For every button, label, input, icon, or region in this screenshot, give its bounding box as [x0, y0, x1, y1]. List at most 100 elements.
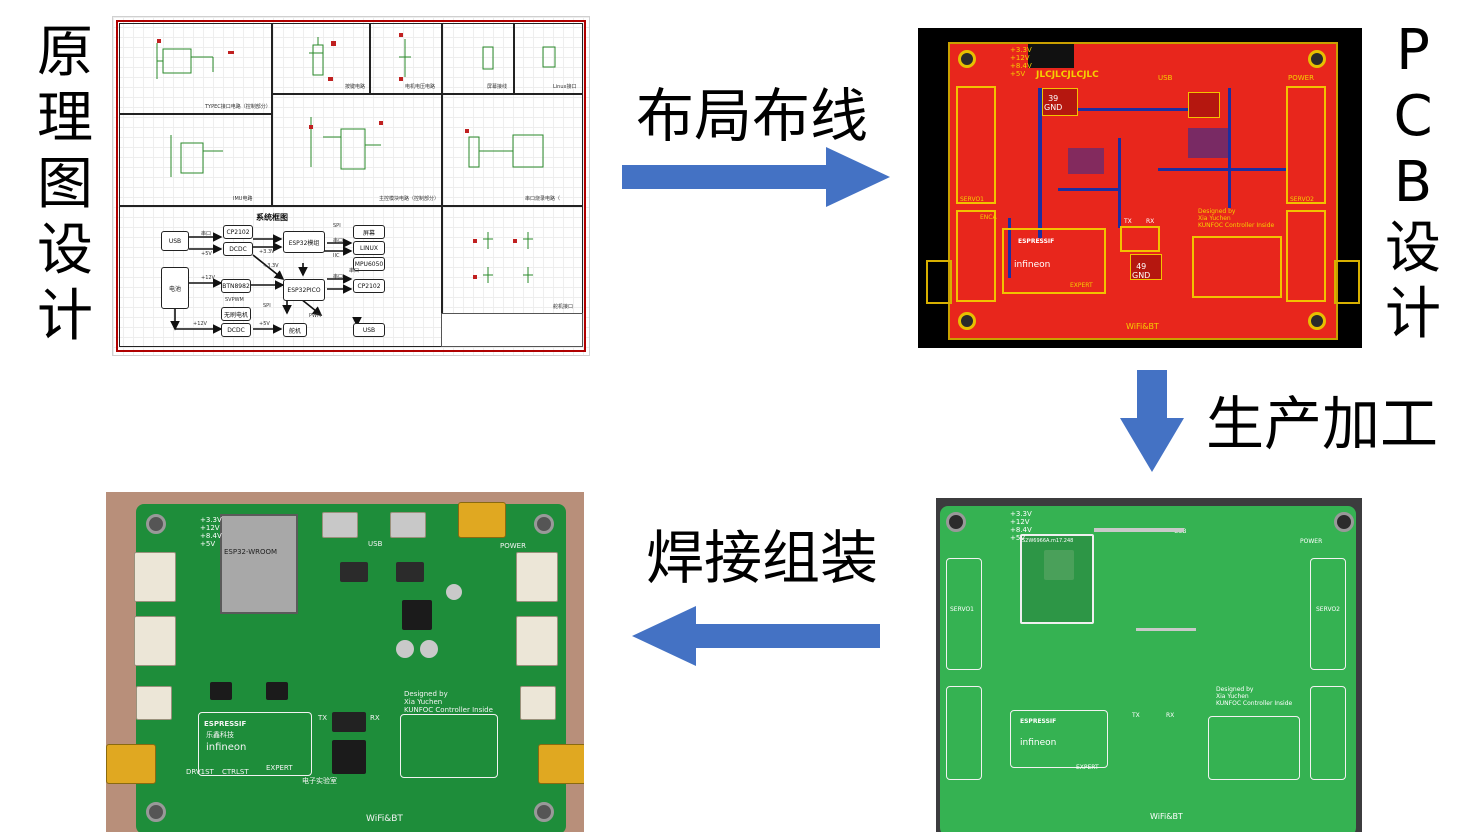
mount-screw — [534, 514, 554, 534]
lbl-33v-a: +3.3V — [259, 249, 275, 255]
pcb-designed-by: Designed by Xia Yuchen KUNFOC Controller… — [1198, 208, 1274, 229]
pcb-motor-conn-left — [926, 260, 952, 304]
kunfoc-box — [400, 714, 498, 778]
pcb-servo2-outline — [1286, 86, 1326, 204]
servo-connector-2 — [134, 616, 176, 666]
driver-ic-1 — [210, 682, 232, 700]
assembled-board — [136, 504, 566, 832]
lbl-33v-b: +3.3V — [263, 263, 279, 269]
caption-regulator: 电机电压电路 — [405, 84, 436, 90]
pcb-mount-hole — [958, 50, 976, 68]
assembled-usb: USB — [368, 540, 383, 548]
assembled-ctrl1: CTRLST — [222, 768, 249, 776]
usb-c-1 — [322, 512, 358, 538]
bare-wifibt: WiFi&BT — [1150, 812, 1183, 821]
cell-block-diagram — [119, 205, 443, 347]
bare-kunfoc: KUNFOC Controller Inside — [1216, 700, 1293, 707]
pcb-trace — [1158, 168, 1288, 171]
assembled-espressif: ESPRESSIF — [204, 720, 247, 728]
bare-tx: TX — [1132, 712, 1140, 719]
switch-2 — [396, 562, 424, 582]
bare-expert: EXPERT — [1076, 764, 1099, 771]
block-cp2102-top: CP2102 — [223, 225, 253, 239]
pcb-usb: USB — [1158, 74, 1173, 82]
bare-esp-footprint — [1020, 534, 1094, 624]
schematic-grid — [113, 17, 589, 355]
pcb-ic — [1188, 92, 1220, 118]
servo-connector-1 — [134, 552, 176, 602]
pcb-mount-hole — [958, 312, 976, 330]
pcb-top-dark — [1028, 44, 1074, 68]
block-mpu6050: MPU6050 — [353, 257, 385, 271]
servo-connector-4 — [516, 616, 558, 666]
assembled-lab: 电子实验室 — [302, 777, 337, 785]
block-servo: 舵机 — [283, 323, 307, 337]
bare-ic — [1044, 550, 1074, 580]
capacitor — [446, 584, 462, 600]
pcb-header-outline — [1120, 226, 1160, 252]
bare-mount-hole — [946, 512, 966, 532]
lbl-spi-a: SPI — [333, 223, 341, 229]
lbl-12v-a: +12V — [201, 275, 215, 281]
caption-serial-download: 串口烧录电路（ — [525, 196, 561, 202]
rail-5v: +5V — [1010, 70, 1026, 78]
block-dcdc-bottom: DCDC — [221, 323, 251, 337]
bare-rx: RX — [1166, 712, 1175, 719]
servo-connector-3 — [516, 552, 558, 602]
lbl-svpwm: SVPWM — [225, 297, 244, 303]
lbl-serial2: 串口 — [333, 238, 344, 244]
bare-kunfoc-box — [1208, 716, 1300, 780]
bare-rail-12v: +12V — [1010, 518, 1030, 526]
assembled-designed: Designed by Xia Yuchen KUNFOC Controller… — [404, 690, 493, 714]
block-btn8982: BTN8982 — [221, 279, 251, 293]
lbl-pwm: PWM — [309, 313, 322, 319]
bare-rail-84v: +8.4V — [1010, 526, 1032, 534]
pcb-trace — [1058, 188, 1118, 191]
block-dcdc-top: DCDC — [223, 242, 253, 256]
bare-rail-5v: +5V — [1010, 534, 1026, 542]
pcb-design-by: Designed by — [1198, 208, 1236, 215]
arrow-down — [1120, 370, 1184, 472]
block-diagram-title: 系统框图 — [256, 213, 288, 222]
mount-screw — [146, 514, 166, 534]
pcb-trace — [1188, 128, 1228, 158]
schematic-panel: TYPEC接口电路（控制部分） 按键电路 电机电压电路 屏幕接线 Linux接口… — [112, 16, 590, 356]
gnd-a-num: 39 — [1048, 94, 1059, 103]
assembled-infineon: infineon — [206, 742, 247, 753]
pcb-servo2: SERVO2 — [1290, 196, 1314, 203]
assembled-drv1: DRV1ST — [186, 768, 214, 776]
pcb-motor2-outline — [1286, 210, 1326, 302]
lbl-serial3: 串口 — [333, 274, 344, 280]
bare-board — [940, 506, 1356, 832]
schematic-symbols — [156, 33, 556, 283]
caption-button: 按键电路 — [345, 84, 366, 90]
assembled-rx: RX — [370, 714, 380, 722]
arrow-left — [632, 606, 880, 666]
block-cp2102-bottom: CP2102 — [353, 279, 385, 293]
caption-main-ctrl: 主控模块电路（控制部分） — [379, 196, 440, 202]
cell-button — [271, 23, 371, 95]
assembled-board-photo: ESP32-WROOM +3.3V +12V +8.4V +5V USB POW… — [106, 492, 584, 832]
label-char: 原 — [37, 20, 93, 85]
assembled-rail-12v: +12V — [200, 524, 220, 532]
lbl-12v-b: +12V — [193, 321, 207, 327]
bare-rail-33v: +3.3V — [1010, 510, 1032, 518]
pcb-designer: Xia Yuchen — [1198, 215, 1231, 222]
pcb-trace — [1008, 218, 1011, 278]
gnd-b-num: 49 — [1136, 262, 1147, 271]
driver-ic-2 — [266, 682, 288, 700]
assembled-expert: EXPERT — [266, 764, 293, 772]
pcb-enc: ENCA — [980, 214, 997, 221]
assembled-design-by: Designed by — [404, 690, 448, 698]
bare-designer: Xia Yuchen — [1216, 693, 1249, 700]
bare-servo1-box — [946, 558, 982, 670]
block-brushless-motor: 无刷电机 — [221, 307, 251, 321]
assembled-rails: +3.3V +12V +8.4V +5V — [200, 516, 222, 548]
bare-power: POWER — [1300, 538, 1323, 545]
label-manufacturing: 生产加工 — [1206, 390, 1439, 458]
cell-imu — [119, 113, 273, 207]
gnd-a-lbl: GND — [1044, 103, 1063, 112]
block-power: 电池 — [161, 267, 189, 309]
pcb-gnd-b: 49 GND — [1132, 262, 1150, 280]
pcb-rx: RX — [1146, 218, 1155, 225]
